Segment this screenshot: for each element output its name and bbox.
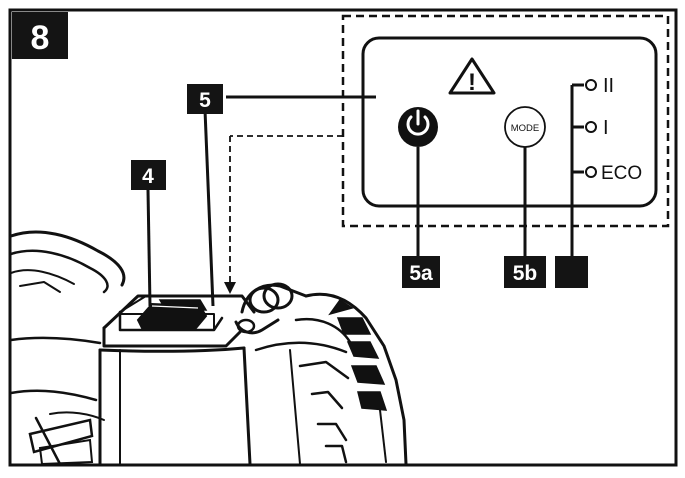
label-led xyxy=(555,256,588,288)
mode-button[interactable]: MODE xyxy=(504,106,546,148)
power-button[interactable] xyxy=(398,107,438,147)
zoom-pointer-arrowhead xyxy=(224,282,236,294)
led-level-i xyxy=(585,121,597,133)
label-5-text: 5 xyxy=(199,89,211,112)
level-label-i: I xyxy=(603,117,609,139)
leader-lines xyxy=(146,95,527,307)
rocker-switch-highlight xyxy=(151,305,199,309)
level-label-ii: II xyxy=(603,75,614,97)
warning-triangle-icon: ! xyxy=(448,57,496,96)
rocker-switch xyxy=(136,302,208,329)
device-body xyxy=(9,230,408,466)
label-4: 4 xyxy=(131,160,166,190)
led-indicators xyxy=(585,79,597,178)
led-level-ii xyxy=(585,79,597,91)
led-level-eco xyxy=(585,166,597,178)
power-icon xyxy=(406,109,430,136)
mode-button-label: MODE xyxy=(511,123,540,134)
figure-number-badge: 8 xyxy=(12,12,68,59)
power-button-face[interactable] xyxy=(398,107,438,147)
label-5a-text: 5a xyxy=(409,262,433,285)
label-5b: 5b xyxy=(504,256,546,288)
zoom-callout-box xyxy=(341,14,670,228)
zoom-pointer xyxy=(229,135,343,284)
warning-symbol: ! xyxy=(468,69,476,96)
device-vents xyxy=(28,298,388,466)
label-5: 5 xyxy=(187,84,223,114)
figure-number: 8 xyxy=(31,19,50,57)
led-bracket xyxy=(570,83,584,268)
label-5a: 5a xyxy=(402,256,440,288)
label-5b-text: 5b xyxy=(513,262,538,285)
label-4-text: 4 xyxy=(142,165,154,188)
level-label-eco: ECO xyxy=(601,163,642,184)
